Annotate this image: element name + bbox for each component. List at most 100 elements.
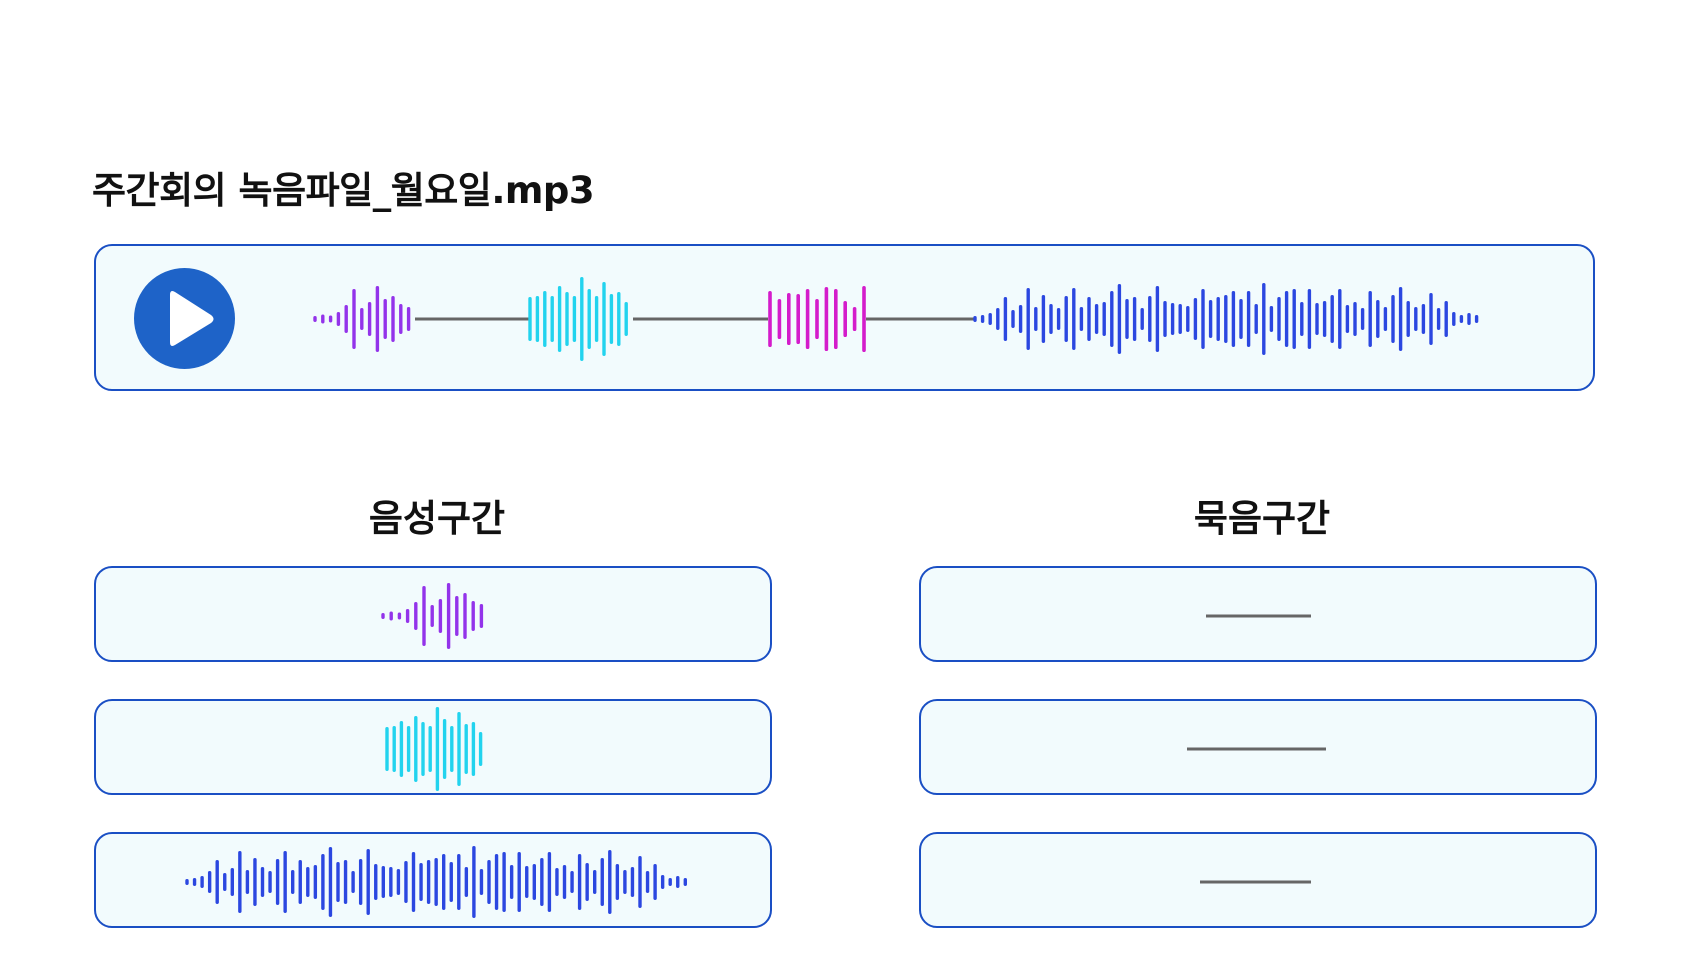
- waveform-bar: [630, 867, 635, 897]
- waveform-bar: [1193, 298, 1198, 340]
- waveform-bar: [805, 289, 810, 349]
- voice-segment-3[interactable]: [94, 832, 772, 928]
- waveform-bar: [1254, 304, 1258, 334]
- waveform-bar: [1376, 300, 1380, 338]
- waveform-bar: [321, 854, 325, 910]
- waveform-bar: [1034, 307, 1038, 331]
- waveform-bar: [283, 851, 287, 913]
- silence-segment-3[interactable]: [919, 832, 1597, 928]
- waveform-bar: [399, 721, 404, 777]
- waveform-bar: [1383, 307, 1388, 331]
- silence-segment-1[interactable]: [919, 566, 1597, 662]
- waveform-bar: [449, 862, 453, 902]
- waveform-bar: [1262, 283, 1266, 355]
- waveform-bar: [1170, 303, 1175, 335]
- waveform-bar: [1186, 306, 1190, 332]
- waveform-bar: [1087, 297, 1091, 341]
- waveform-bar: [421, 722, 425, 776]
- waveform-bar: [434, 858, 438, 906]
- waveform-bar: [313, 316, 317, 322]
- waveform-bar: [1224, 295, 1228, 343]
- waveform-bar: [1049, 304, 1053, 334]
- play-button[interactable]: [134, 268, 235, 369]
- waveform-bar: [540, 858, 544, 906]
- waveform-bar: [653, 864, 657, 900]
- waveform-bar: [587, 289, 591, 349]
- waveform-bar: [1163, 301, 1167, 337]
- waveform-bar: [351, 871, 355, 893]
- waveform-bar: [777, 299, 782, 339]
- waveform-bar: [1292, 289, 1296, 349]
- waveform-bar: [1064, 296, 1068, 342]
- waveform-bar: [406, 307, 411, 331]
- waveform-bar: [494, 854, 499, 910]
- waveform-bar: [471, 601, 475, 631]
- audio-player: [94, 244, 1595, 391]
- waveform-bar: [988, 313, 992, 325]
- waveform-bar: [238, 851, 242, 913]
- waveform-bar: [392, 726, 396, 772]
- waveform-bar: [1436, 308, 1441, 330]
- waveform-bar: [479, 604, 484, 628]
- waveform-bar: [1338, 289, 1342, 349]
- waveform-bar: [381, 866, 385, 898]
- waveform-bar: [1330, 295, 1334, 343]
- waveform-bar: [532, 864, 536, 900]
- waveform-bar: [594, 296, 599, 342]
- waveform-bar: [796, 294, 800, 344]
- waveform-bar: [455, 596, 459, 636]
- waveform-bar: [834, 289, 838, 349]
- waveform-bar: [1216, 297, 1220, 341]
- waveform-bar: [580, 277, 584, 361]
- waveform-bar: [457, 854, 461, 910]
- waveform-bar: [1444, 301, 1448, 337]
- waveform-bar: [367, 302, 372, 336]
- waveform-bar: [1018, 305, 1023, 333]
- waveform-bar: [253, 858, 257, 906]
- waveform-bar: [1201, 289, 1205, 349]
- waveform-bar: [1277, 297, 1281, 341]
- waveform-bar: [1452, 312, 1456, 326]
- voice-segment-1[interactable]: [94, 566, 772, 662]
- waveform-bar: [683, 878, 687, 886]
- waveform-bar: [404, 861, 408, 903]
- waveform-bar: [570, 871, 574, 893]
- waveform-bar: [313, 865, 318, 899]
- waveform-bar: [321, 314, 325, 324]
- waveform-bar: [1102, 302, 1106, 336]
- waveform-bar: [245, 870, 250, 894]
- waveform-bar: [426, 860, 431, 904]
- waveform-bar: [593, 870, 597, 894]
- waveform-bar: [435, 707, 440, 791]
- waveform-bar: [1079, 307, 1084, 331]
- waveform-bar: [268, 871, 272, 893]
- waveform-bar: [996, 308, 1000, 330]
- waveform-bar: [399, 304, 403, 334]
- waveform-bar: [1391, 295, 1395, 343]
- waveform-bar: [457, 712, 461, 786]
- waveform-bar: [852, 307, 857, 331]
- waveform-bar: [1269, 306, 1274, 332]
- waveform-bar: [383, 299, 387, 339]
- waveform-bar: [535, 296, 540, 342]
- waveform-bar: [464, 867, 469, 897]
- waveform-bar: [1155, 286, 1160, 352]
- silence-section-title: 묵음구간: [1193, 497, 1331, 540]
- main-waveform[interactable]: [96, 246, 1597, 393]
- silence-segment-2[interactable]: [919, 699, 1597, 795]
- waveform-bar: [1345, 305, 1350, 333]
- waveform-bar: [517, 852, 521, 912]
- waveform-bar: [602, 282, 606, 356]
- waveform-bar: [660, 875, 665, 889]
- waveform-bar: [405, 609, 410, 623]
- voice-waveform-2: [385, 707, 483, 791]
- waveform-bar: [645, 871, 650, 893]
- waveform-bar: [572, 296, 577, 342]
- waveform-bar: [1072, 288, 1076, 350]
- waveform-bar: [502, 852, 506, 912]
- voice-segment-2[interactable]: [94, 699, 772, 795]
- waveform-bar: [411, 852, 416, 912]
- waveform-bar: [815, 299, 819, 339]
- waveform-bar: [215, 860, 219, 904]
- waveform-bar: [336, 862, 340, 902]
